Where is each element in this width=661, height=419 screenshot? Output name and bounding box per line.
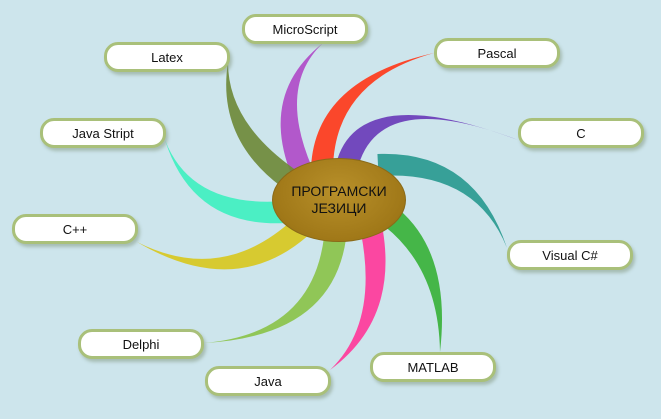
branch-delphi [204,236,346,343]
node-java[interactable]: Java [205,366,331,396]
node-label: Visual C# [542,247,598,263]
node-delphi[interactable]: Delphi [78,329,204,359]
node-label: Latex [151,49,183,65]
central-topic-line1: ПРОГРАМСКИ [291,183,387,199]
node-label: Java Stript [72,125,134,141]
branch-java [330,230,386,370]
node-latex[interactable]: Latex [104,42,230,72]
node-label: Java [254,373,282,389]
central-topic-line2: ЈЕЗИЦИ [311,200,367,216]
branch-matlab [384,209,443,352]
node-label: MATLAB [407,359,459,375]
node-cpp[interactable]: C++ [12,214,138,244]
branch-c [337,115,518,166]
branch-visual-csharp [377,153,507,248]
node-visual-csharp[interactable]: Visual C# [507,240,633,270]
node-matlab[interactable]: MATLAB [370,352,496,382]
node-java-stript[interactable]: Java Stript [40,118,166,148]
branch-cpp [137,219,308,270]
branch-java-stript [165,140,286,224]
central-topic[interactable]: ПРОГРАМСКИ ЈЕЗИЦИ [272,158,406,242]
node-label: C [576,125,586,141]
branch-microscript [280,43,323,177]
node-microscript[interactable]: MicroScript [242,14,368,44]
node-label: Pascal [477,45,517,61]
node-label: MicroScript [272,21,338,37]
node-pascal[interactable]: Pascal [434,38,560,68]
node-label: C++ [62,221,88,237]
node-c[interactable]: C [518,118,644,148]
branch-pascal [311,53,434,169]
node-label: Delphi [122,336,160,352]
